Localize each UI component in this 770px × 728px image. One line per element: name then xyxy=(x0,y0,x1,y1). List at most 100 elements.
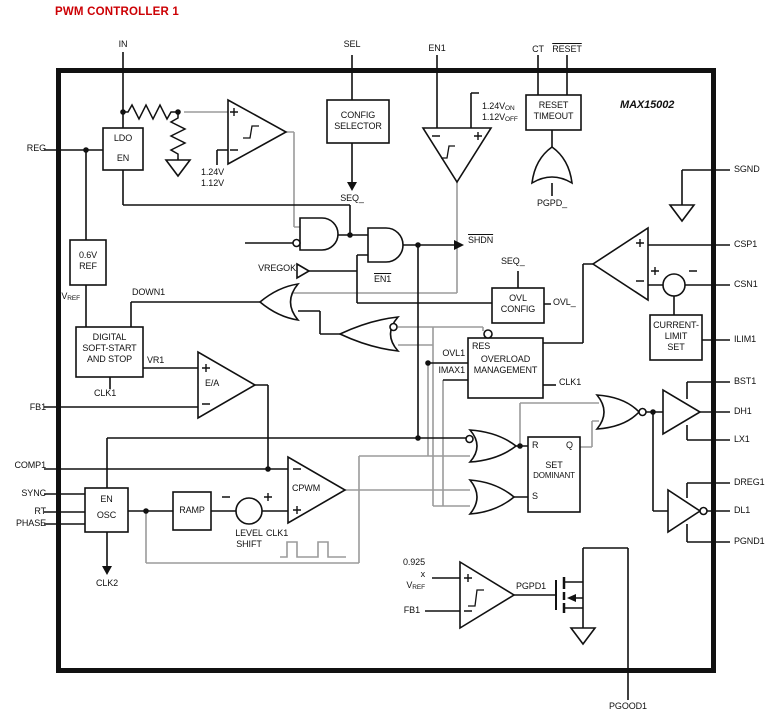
or-gate-set xyxy=(468,479,516,515)
pin-rt: RT xyxy=(34,506,46,516)
en1-on-sub: ON xyxy=(505,105,515,112)
clk2-arrow-icon xyxy=(102,566,112,575)
flipflop-set-label: SET xyxy=(545,460,563,470)
level-shift-label-1: LEVEL xyxy=(235,528,263,538)
pin-fb1: FB1 xyxy=(29,402,46,412)
nor-gate-output xyxy=(595,394,641,430)
overload-label-2: MANAGEMENT xyxy=(473,365,538,375)
flipflop-r-label: R xyxy=(532,440,539,450)
clk1-wave-label: CLK1 xyxy=(266,528,289,538)
set-dominant-flipflop-block xyxy=(527,436,581,513)
pin-lx1: LX1 xyxy=(734,434,750,444)
level-shift-label-2: SHIFT xyxy=(236,539,262,549)
ref-label-1: 0.6V xyxy=(78,250,98,260)
and-gate-2 xyxy=(367,227,404,263)
oscillator-block xyxy=(84,487,129,533)
ramp-block xyxy=(172,491,212,531)
or-gate-reset xyxy=(468,429,518,463)
pgpd1-label: PGPD1 xyxy=(516,581,547,591)
flipflop-s-label: S xyxy=(532,491,538,501)
or-gate-down1 xyxy=(258,282,300,322)
ramp-label: RAMP xyxy=(179,505,205,515)
vref-pg-base: V xyxy=(406,580,413,590)
error-amp-label: E/A xyxy=(205,378,220,388)
block-border xyxy=(56,68,716,673)
en1-on-threshold: 1.24VON xyxy=(482,101,515,114)
pin-dreg1: DREG1 xyxy=(734,477,765,487)
low-side-inverter-bubble xyxy=(699,506,708,516)
cpwm-comparator-icon xyxy=(287,455,347,525)
pin-dl1: DL1 xyxy=(734,505,751,515)
ovl-out-label: OVL_ xyxy=(553,297,576,307)
pin-phase: PHASE xyxy=(15,518,46,528)
en1-off-value: 1.12V xyxy=(482,112,506,122)
reset-timeout-block xyxy=(525,94,582,131)
en1-off-threshold: 1.12VOFF xyxy=(482,112,518,125)
pin-in: IN xyxy=(118,39,128,49)
ovl-gate-input-bubble xyxy=(389,322,398,332)
ref-label-2: REF xyxy=(79,261,97,271)
ref-block xyxy=(69,239,107,286)
pgood-comparator-icon xyxy=(459,560,516,630)
level-shift-icon xyxy=(235,497,263,525)
hysteresis-icons xyxy=(243,125,484,607)
vref-pg-sub: REF xyxy=(412,584,425,591)
imax1-label: IMAX1 xyxy=(438,365,465,375)
pg-factor-label: 0.925 xyxy=(402,557,425,567)
vref-label: VREF xyxy=(46,291,80,304)
current-limit-label-3: SET xyxy=(667,342,685,352)
clk2-label: CLK2 xyxy=(95,578,119,588)
flipflop-dominant-label: DOMINANT xyxy=(533,471,575,480)
and-gate-1 xyxy=(299,217,339,251)
pgood-mosfet-icon xyxy=(555,577,566,613)
pgpd-label: PGPD_ xyxy=(536,198,567,208)
down1-label: DOWN1 xyxy=(132,287,165,297)
low-side-driver-icon xyxy=(667,488,702,534)
pin-csn1: CSN1 xyxy=(734,279,758,289)
pin-reg: REG xyxy=(26,143,46,153)
ovl1-label: OVL1 xyxy=(442,348,465,358)
soft-start-block xyxy=(75,326,144,378)
black-wires xyxy=(44,52,730,700)
soft-start-label-3: AND STOP xyxy=(86,354,133,364)
pin-reset: RESET xyxy=(552,44,582,54)
config-selector-label-2: SELECTOR xyxy=(334,121,382,131)
pg-x-label: x xyxy=(420,569,426,579)
vref-base: V xyxy=(61,291,68,301)
chip-name: MAX15002 xyxy=(620,99,675,111)
vr1-label: VR1 xyxy=(147,355,165,365)
pin-pgood1: PGOOD1 xyxy=(609,701,647,711)
vref-pg-label: VREF xyxy=(385,580,425,593)
config-selector-block xyxy=(326,99,390,144)
vref-sub: REF xyxy=(67,295,80,302)
ovl-config-label-1: OVL xyxy=(509,293,527,303)
junction-dots xyxy=(83,109,656,514)
clk1-softstart-label: CLK1 xyxy=(94,388,117,398)
mosfet-arrow-icon xyxy=(567,594,576,602)
amplifiers xyxy=(197,98,708,630)
pin-sync: SYNC xyxy=(21,488,46,498)
reset-timeout-label-2: TIMEOUT xyxy=(533,111,574,121)
uvlo-comparator-icon xyxy=(227,98,288,166)
shdn-label: SHDN xyxy=(468,235,494,245)
or-gate-ovl xyxy=(338,315,400,353)
pin-bst1: BST1 xyxy=(734,376,757,386)
en1-off-sub: OFF xyxy=(505,116,518,123)
reset-gate-input-bubble xyxy=(465,434,474,444)
soft-start-label-2: SOFT-START xyxy=(82,343,137,353)
en1-bar-label: EN1 xyxy=(374,274,392,284)
en1-comparator-icon xyxy=(421,127,493,184)
pin-comp1: COMP1 xyxy=(14,460,46,470)
pin-sel: SEL xyxy=(343,39,361,49)
fb1-inner-label: FB1 xyxy=(403,605,420,615)
or-gate-pgpd xyxy=(531,146,573,185)
current-limit-label-2: LIMIT xyxy=(664,331,688,341)
seq-ovl-label: SEQ_ xyxy=(501,256,525,266)
flipflop-q-label: Q xyxy=(566,440,573,450)
resistor-divider-icon xyxy=(123,103,187,158)
pin-ct: CT xyxy=(532,44,544,54)
nor-output-bubble xyxy=(638,407,647,417)
vregok-buffer-icon xyxy=(296,262,311,280)
seq-arrow-icon xyxy=(347,182,357,191)
